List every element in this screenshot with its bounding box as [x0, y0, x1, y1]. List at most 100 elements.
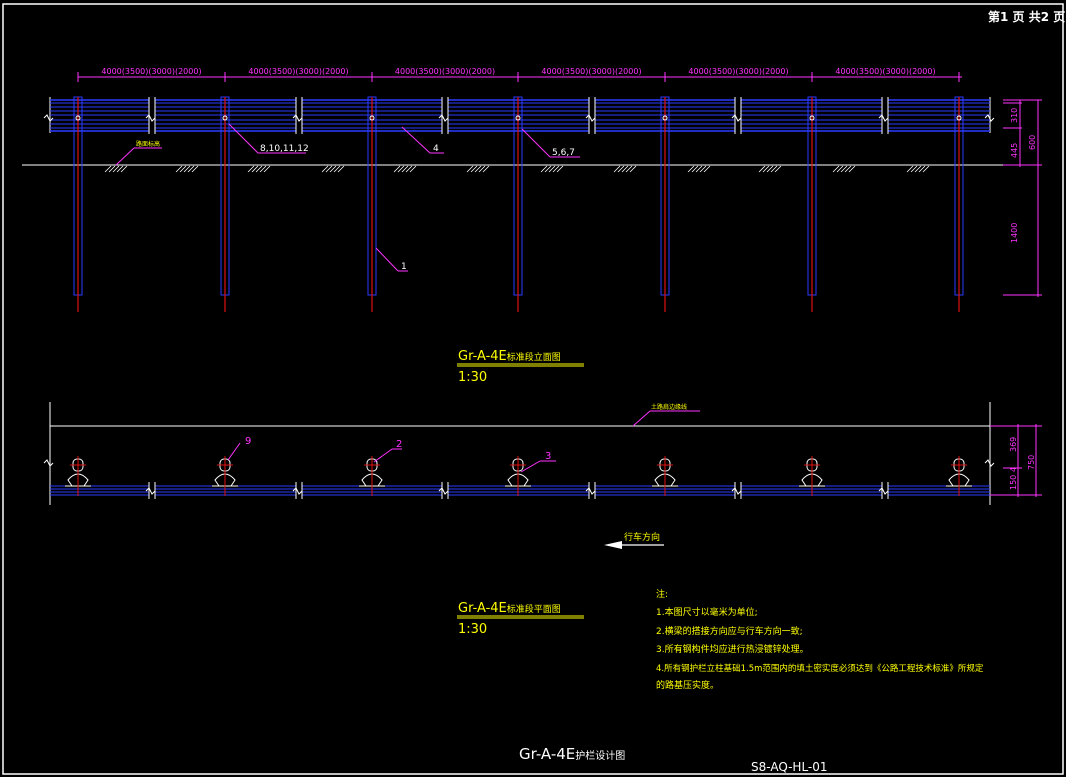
break-symbol: [984, 114, 995, 122]
page-indicator: 第1 页 共2 页: [988, 9, 1065, 24]
hatch-stroke: [836, 165, 844, 173]
span-label: 4000(3500)(3000)(2000): [395, 67, 495, 76]
hatch-stroke: [922, 165, 930, 173]
spacer-block: [67, 473, 89, 487]
note-1: 1.本图尺寸以毫米为单位;: [656, 606, 758, 618]
hatch-stroke: [337, 165, 345, 173]
span-label: 4000(3500)(3000)(2000): [248, 67, 348, 76]
hatch-stroke: [263, 165, 271, 173]
plan-rail-beams: [43, 459, 995, 499]
plan-splice-gap: [882, 482, 888, 499]
note-2: 2.横梁的搭接方向应与行车方向一致;: [656, 625, 803, 637]
drawing-frame: [2, 3, 1064, 775]
break-symbol: [731, 114, 742, 122]
break-symbol: [731, 487, 742, 495]
dim-1400: 1400: [1010, 223, 1019, 243]
plan-splice-gap: [735, 482, 741, 499]
break-symbol: [43, 114, 54, 122]
hatch-stroke: [758, 165, 766, 173]
hatch-stroke: [116, 165, 124, 173]
dim-150: 150: [1009, 475, 1018, 490]
hatch-stroke: [179, 165, 187, 173]
plan-splice-gap: [149, 482, 155, 499]
span-dimension-labels: 4000(3500)(3000)(2000) 4000(3500)(3000)(2…: [101, 67, 935, 76]
break-symbol: [585, 487, 596, 495]
hatch-stroke: [906, 165, 914, 173]
hatch-stroke: [466, 165, 474, 173]
hatch-stroke: [333, 165, 341, 173]
hatch-stroke: [470, 165, 478, 173]
hatch-stroke: [918, 165, 926, 173]
elevation-right-dimensions: 310 445 600 1400: [1003, 99, 1042, 297]
spacer-block: [507, 473, 529, 487]
hatch-stroke: [329, 165, 337, 173]
break-symbol: [292, 487, 303, 495]
hatch-stroke: [699, 165, 707, 173]
hatch-stroke: [556, 165, 564, 173]
hatch-stroke: [848, 165, 856, 173]
break-symbol: [438, 114, 449, 122]
shoulder-edge-label: 土路肩边缘线: [651, 403, 687, 411]
hatch-stroke: [613, 165, 621, 173]
bolt-marker: [956, 115, 962, 121]
hatch-stroke: [617, 165, 625, 173]
note-4: 4.所有钢护栏立柱基础1.5m范围内的填土密实度必须达到《公路工程技术标准》所规…: [656, 663, 984, 674]
hatch-stroke: [474, 165, 482, 173]
spacer-block: [214, 473, 236, 487]
plan-right-dimensions: 369 4 150 750: [990, 424, 1042, 497]
callout-leader-plate: [401, 126, 431, 154]
plan-splice-gap: [442, 482, 448, 499]
callout-leader-fasteners: [521, 128, 551, 158]
hatch-stroke: [774, 165, 782, 173]
ground-level-label: 路面标高: [136, 140, 160, 148]
spacer-block: [654, 473, 676, 487]
rail-splice-gap: [442, 97, 448, 134]
hatch-stroke: [621, 165, 629, 173]
hatch-stroke: [625, 165, 633, 173]
hatch-stroke: [120, 165, 128, 173]
dim-445: 445: [1010, 143, 1019, 158]
elevation-title: Gr-A-4E标准段立面图: [458, 349, 561, 364]
span-label: 4000(3500)(3000)(2000): [835, 67, 935, 76]
break-symbol: [984, 459, 995, 467]
hatch-stroke: [691, 165, 699, 173]
ground-hatches: [104, 165, 930, 173]
plan-scale: 1:30: [458, 622, 487, 637]
bolt-marker: [369, 115, 375, 121]
hatch-stroke: [325, 165, 333, 173]
hatch-stroke: [191, 165, 199, 173]
plan-title: Gr-A-4E标准段平面图: [458, 601, 561, 616]
notes-block: 注: 1.本图尺寸以毫米为单位; 2.横梁的搭接方向应与行车方向一致; 3.所有…: [656, 588, 984, 691]
note-4-cont: 的路基压实度。: [656, 679, 719, 691]
hatch-stroke: [770, 165, 778, 173]
hatch-stroke: [687, 165, 695, 173]
dim-369: 369: [1009, 437, 1018, 452]
break-symbol: [878, 487, 889, 495]
callout-leader-bolts: [228, 123, 259, 154]
hatch-stroke: [251, 165, 259, 173]
dim-600: 600: [1028, 135, 1037, 150]
hatch-stroke: [104, 165, 112, 173]
hatch-stroke: [401, 165, 409, 173]
hatch-stroke: [397, 165, 405, 173]
bolt-marker: [809, 115, 815, 121]
span-dimension-ticks: [77, 72, 960, 82]
break-symbol: [43, 459, 54, 467]
spacer-block: [361, 473, 383, 487]
callout-post-label: 1: [401, 262, 407, 272]
plan-splice-gap: [296, 482, 302, 499]
posts: [73, 96, 964, 312]
hatch-stroke: [540, 165, 548, 173]
rail-splice-gap: [735, 97, 741, 134]
hatch-stroke: [478, 165, 486, 173]
hatch-stroke: [409, 165, 417, 173]
hatch-stroke: [548, 165, 556, 173]
hatch-stroke: [695, 165, 703, 173]
bolt-marker: [75, 115, 81, 121]
hatch-stroke: [247, 165, 255, 173]
break-symbol: [145, 487, 156, 495]
break-symbol: [438, 487, 449, 495]
hatch-stroke: [552, 165, 560, 173]
break-symbol: [878, 114, 889, 122]
